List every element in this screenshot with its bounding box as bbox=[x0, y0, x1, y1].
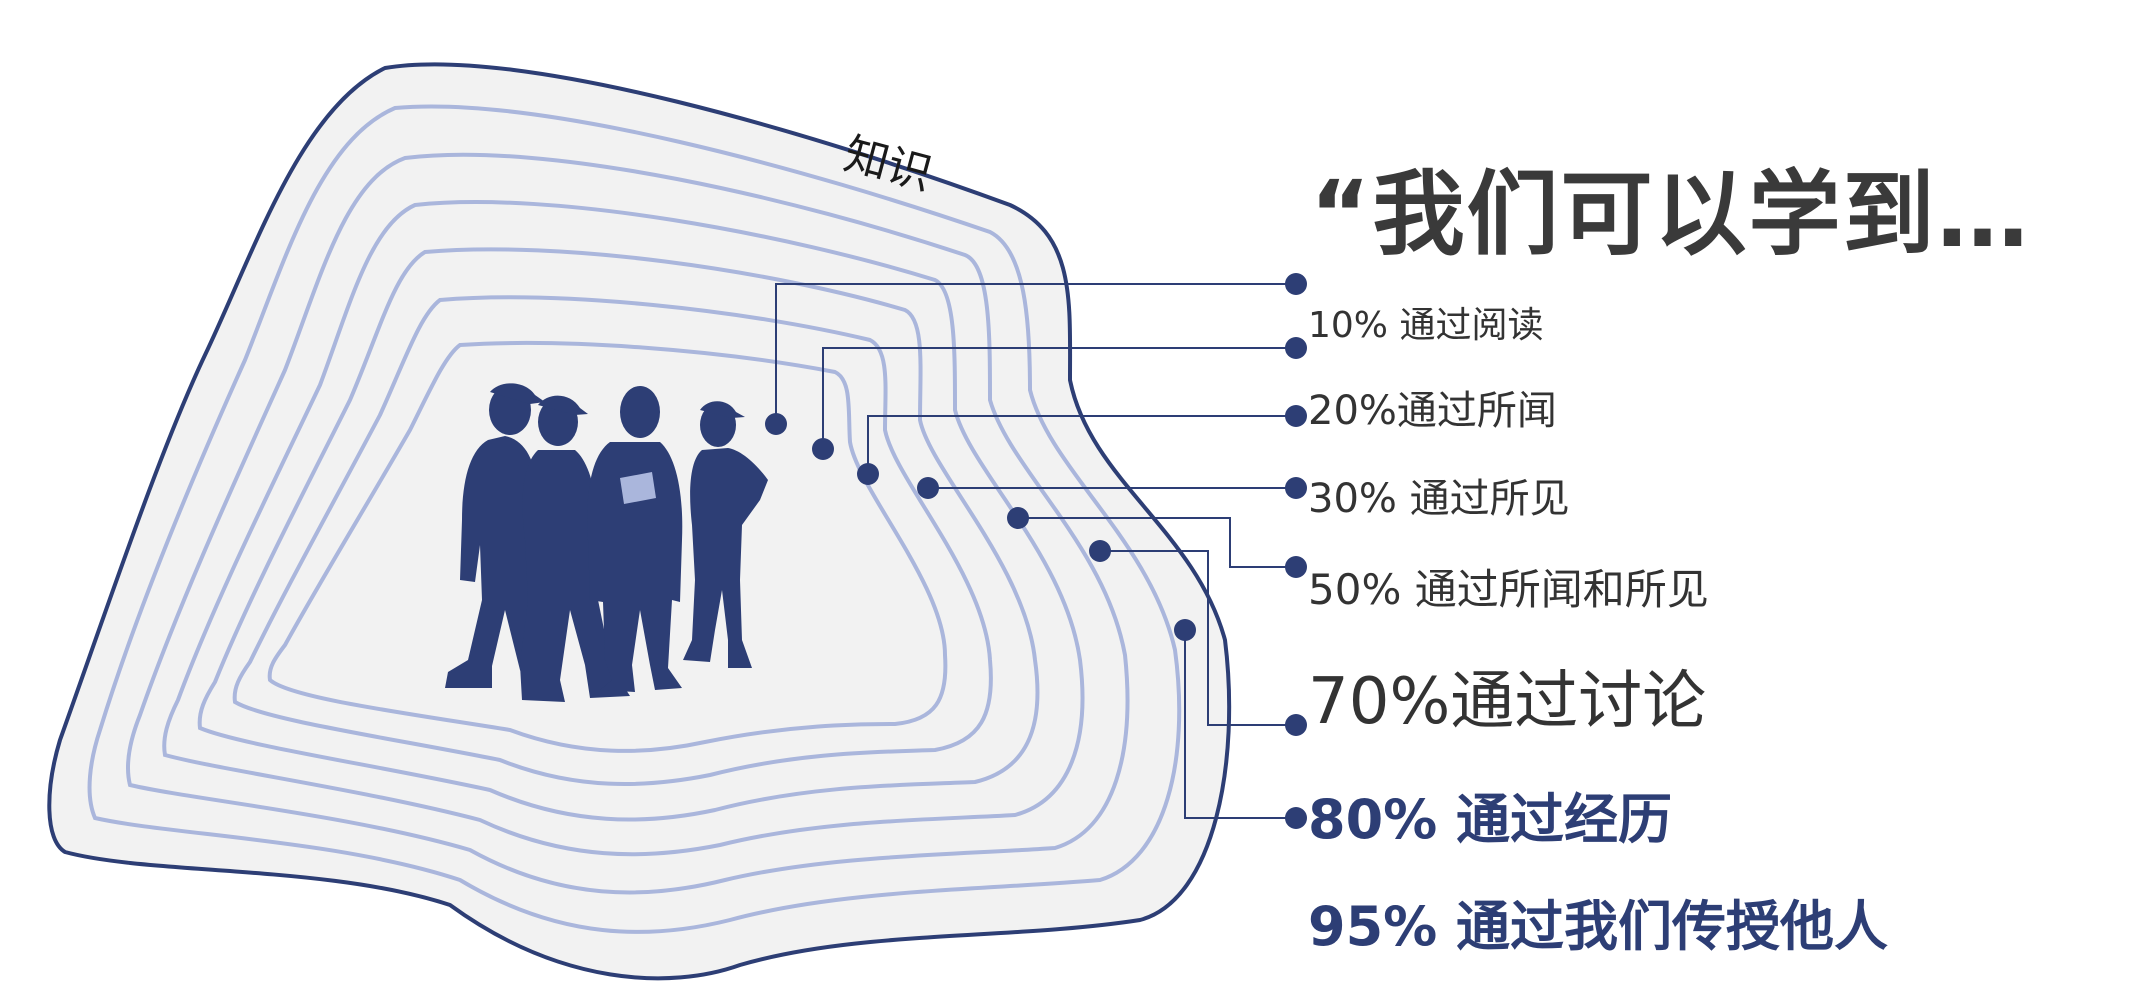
connector-dot bbox=[812, 438, 834, 460]
contour-ring bbox=[162, 200, 1085, 857]
stat-item: 30% 通过所见 bbox=[1308, 476, 1570, 522]
connector-dot bbox=[857, 463, 879, 485]
connector-line bbox=[1100, 550, 1296, 726]
person-silhouette bbox=[520, 395, 630, 702]
connector-dot bbox=[1285, 477, 1307, 499]
person-silhouette bbox=[683, 401, 768, 668]
connector-dot bbox=[1007, 507, 1029, 529]
connector-dot bbox=[917, 477, 939, 499]
contour-ring bbox=[197, 247, 1040, 822]
connector-line bbox=[775, 283, 1296, 424]
connector-line bbox=[822, 347, 1296, 449]
stat-item: 80% 通过经历 bbox=[1308, 788, 1673, 851]
connector-dot bbox=[1285, 556, 1307, 578]
stat-item: 20%通过所闻 bbox=[1308, 388, 1557, 434]
connector-dot bbox=[1285, 273, 1307, 295]
connector-line bbox=[1184, 630, 1296, 819]
connector-dot bbox=[1285, 714, 1307, 736]
connector-dot bbox=[1089, 540, 1111, 562]
stat-item: 70%通过讨论 bbox=[1308, 665, 1707, 739]
connector-line bbox=[1018, 517, 1296, 568]
main-title: “我们可以学到… bbox=[1310, 161, 2031, 268]
stat-item: 50% 通过所闻和所见 bbox=[1308, 565, 1709, 614]
connector-dot bbox=[1285, 337, 1307, 359]
contour-ring bbox=[232, 295, 993, 786]
connector-dot bbox=[765, 413, 787, 435]
connector-dot bbox=[1174, 619, 1196, 641]
stat-item: 10% 通过阅读 bbox=[1308, 305, 1544, 346]
contour-rings bbox=[87, 104, 1182, 934]
connector-lines bbox=[765, 273, 1307, 829]
person-silhouette bbox=[587, 386, 683, 692]
contour-ring bbox=[267, 341, 948, 753]
connector-dot bbox=[1285, 807, 1307, 829]
connector-dot bbox=[1285, 405, 1307, 427]
stat-item: 95% 通过我们传授他人 bbox=[1308, 895, 1889, 958]
contour-ring bbox=[87, 104, 1182, 934]
contour-ring bbox=[126, 152, 1130, 895]
connector-line bbox=[867, 415, 1296, 474]
people-silhouettes bbox=[445, 383, 768, 702]
